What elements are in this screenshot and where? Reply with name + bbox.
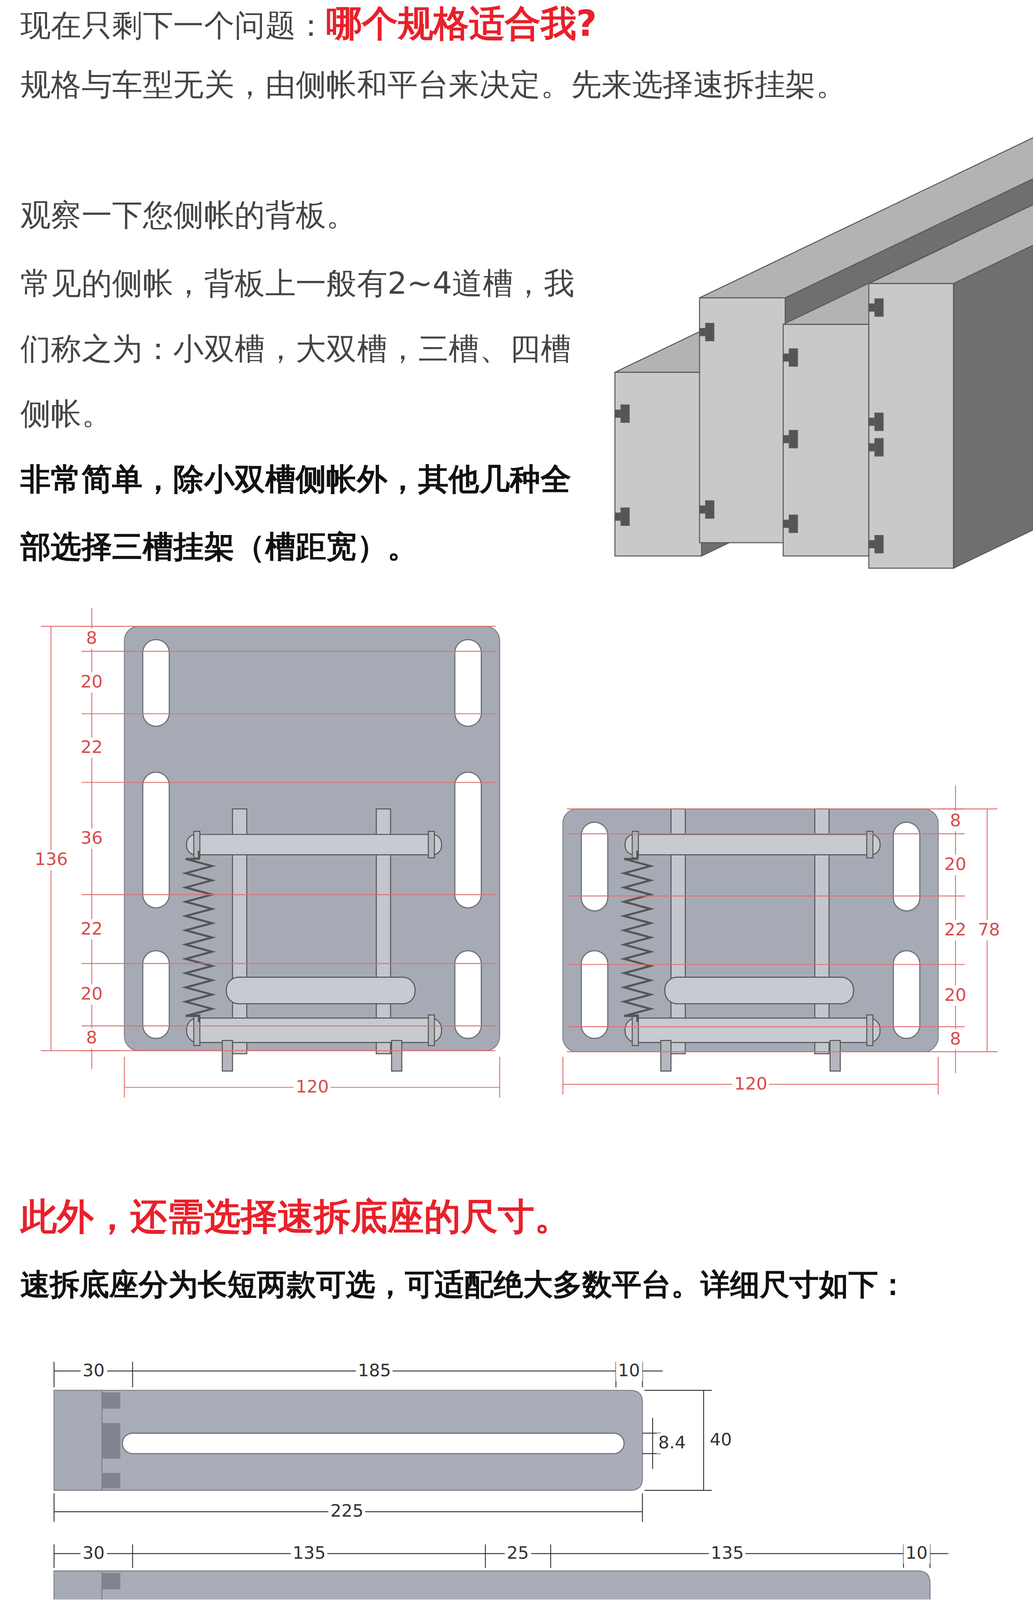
dimension-number: 36 — [78, 828, 105, 849]
dimension-lines — [54, 1361, 949, 1568]
body-text: 规格与车型无关，由侧帐和平台来决定。先来选择速拆挂架。 — [20, 67, 847, 103]
dimension-number: 30 — [80, 1360, 107, 1381]
emphasis-text: 速拆底座分为长短两款可选，可适配绝大多数平台。详细尺寸如下： — [20, 1267, 908, 1302]
body-text: 常见的侧帐，背板上一般有2~4道槽，我们称之为：小双槽，大双槽，三槽、四槽侧帐。 — [20, 250, 592, 447]
dimension-number: 20 — [78, 671, 105, 692]
question-heading: 哪个规格适合我? — [326, 2, 597, 45]
dimension-number: 136 — [32, 849, 70, 870]
dimension-number: 8 — [84, 628, 100, 649]
spring-mechanism — [623, 808, 880, 1071]
dimension-number: 8 — [948, 1028, 964, 1049]
dimension-number: 22 — [78, 737, 105, 758]
dimension-number: 25 — [504, 1542, 532, 1563]
dimension-number: 22 — [78, 918, 105, 939]
section-heading: 此外，还需选择速拆底座的尺寸。 — [20, 1195, 572, 1238]
rail-profiles — [614, 63, 1033, 569]
dimension-number: 135 — [708, 1542, 746, 1563]
body-text: 观察一下您侧帐的背板。 — [20, 197, 357, 233]
dimension-number: 78 — [975, 919, 1003, 940]
dimension-number: 30 — [80, 1542, 107, 1563]
dimension-number: 22 — [942, 919, 969, 940]
dimension-number: 8.4 — [656, 1432, 688, 1453]
dimension-number: 8 — [84, 1028, 100, 1048]
dimension-number: 20 — [942, 854, 969, 875]
dimension-number: 20 — [78, 983, 105, 1004]
base-bars — [54, 1389, 931, 1600]
emphasis-text: 非常简单，除小双槽侧帐外，其他几种全部选择三槽挂架（槽距宽）。 — [20, 445, 592, 581]
dimension-number: 225 — [328, 1501, 366, 1522]
dimension-number: 40 — [707, 1429, 734, 1450]
dimension-number: 8 — [948, 810, 964, 831]
intro-text: 现在只剩下一个问题： — [20, 8, 327, 44]
dimension-number: 20 — [942, 985, 969, 1006]
spring-mechanism — [185, 808, 442, 1071]
dimension-number: 135 — [290, 1542, 328, 1563]
dimension-number: 185 — [355, 1360, 393, 1381]
dimension-number: 10 — [616, 1360, 643, 1381]
dimension-number: 10 — [903, 1542, 930, 1563]
dimension-lines — [40, 607, 998, 1098]
dimension-number: 120 — [293, 1076, 331, 1097]
dimension-number: 120 — [732, 1073, 770, 1094]
